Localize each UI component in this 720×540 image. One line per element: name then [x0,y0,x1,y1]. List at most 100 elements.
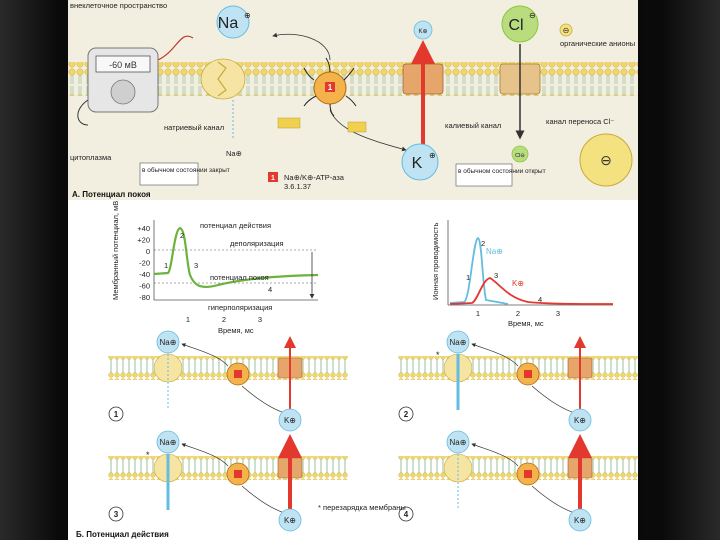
panel-pump-arrow-in [531,385,579,416]
panel-k-ion [568,508,592,532]
atp-symbol [277,117,301,129]
panel-pump-marker [524,370,532,378]
small-cl: Cl⊖ [515,153,525,159]
cl-ion-charge: ⊖ [529,11,536,20]
panel-na-ion [156,430,180,454]
graph1-ytick-label: 0 [146,247,150,256]
action-potential-panel: Na⊕ * K⊕ 3 [108,430,348,532]
panel-number: 2 [404,410,409,419]
voltmeter-dial [110,79,136,105]
action-potential-panel: Na⊕ K⊕ 1 [108,330,348,432]
section-a-title: А. Потенциал покоя [72,190,151,199]
panel-pump-arrow-out [181,343,229,367]
panel-k-label: K⊕ [284,516,296,525]
k-conductance-curve [449,277,614,305]
membrane-band [68,62,638,96]
panel-number: 3 [114,510,119,519]
panel-number: 4 [404,510,409,519]
small-na-inside: Na⊕ [226,149,242,158]
panel-na-label: Na⊕ [450,338,467,347]
panel-number-badge [398,406,414,422]
closed-state-box [139,162,199,186]
panel-k-label: K⊕ [574,416,586,425]
graph1-xlabel: Время, мс [218,326,254,335]
graph1-ytick-label: -40 [139,270,150,279]
panel-number-badge [108,406,124,422]
panel-pump-marker [524,470,532,478]
graph1-ylabel: Мембранный потенциал, мВ [111,201,120,300]
panel-pump-arrow-in [241,385,289,416]
graph2-ylabel: Ионная проводимость [431,222,440,300]
textbook-page: внеклеточное пространство цитоплазма -60… [68,0,638,540]
graph2-phase-2: 2 [481,239,485,248]
cl-ion-small [511,145,529,163]
closed-state-label: в обычном состоянии закрыт [142,166,230,174]
membrane-potential-curve [153,226,319,289]
pump-marker-box [325,82,335,92]
label-resting: потенциал покоя [210,273,269,282]
graph1-phase-4: 4 [268,285,272,294]
anion-large-sign: ⊖ [600,152,612,168]
graph2-k-label: K⊕ [512,279,524,288]
graph2-xtick-label: 3 [556,309,560,318]
graph2-xlabel: Время, мс [508,319,544,328]
anion-small-icon [559,23,573,37]
graph1-xtick-label: 3 [258,315,262,324]
panel-na-label: Na⊕ [160,338,177,347]
panel-pump-arrow-out [181,443,229,467]
panel-pump-marker [234,470,242,478]
panel-pump-arrow-out [471,343,519,367]
na-k-atpase-pump: 1 [272,32,407,152]
cytoplasm-label: цитоплазма [70,153,112,162]
ground-wire [77,99,89,126]
pump-label: Na⊕/K⊕-АТР-аза [284,173,345,182]
cl-ion-label: Cl [508,17,523,34]
panel-pump-arrow-in [531,485,579,516]
panel-number: 1 [114,410,119,419]
graph1-xtick-label: 1 [186,315,190,324]
k-ion-charge: ⊕ [429,151,436,160]
panel-na-ion [446,330,470,354]
panel-k-label: K⊕ [284,416,296,425]
panel-pump-arrow-in [241,485,289,516]
sodium-channel-label: натриевый канал [164,123,224,132]
panel-number-badge [108,506,124,522]
action-potential-panel: Na⊕ * K⊕ 2 [398,330,638,432]
graph1-ytick-label: +40 [137,224,150,233]
footnote: * перезарядка мембраны [318,503,406,512]
section-b-title: Б. Потенциал действия [76,530,169,539]
panel-pump-arrow-out [471,443,519,467]
graph1-ytick-label: -60 [139,282,150,291]
graph1-ytick-label: -80 [139,293,150,302]
panel-na-label: Na⊕ [160,438,177,447]
probe-wire [157,35,194,61]
sodium-channel [200,58,246,140]
open-state-box [455,163,513,187]
panel-k-ion [278,508,302,532]
panel-number-badge [398,506,414,522]
voltmeter-display [95,55,151,73]
small-k-top: K⊕ [418,29,427,35]
na-ion-label: Na [218,15,239,32]
action-potential-panels: Na⊕K⊕1Na⊕*K⊕2Na⊕*K⊕3Na⊕K⊕4 [108,330,638,532]
panel-na-ion [156,330,180,354]
graph1-xtick-label: 2 [222,315,226,324]
potassium-channel [402,40,444,150]
panel-k-label: K⊕ [574,516,586,525]
na-ion-large [216,5,250,39]
voltmeter: -60 мВ [77,35,194,126]
label-depolarization: деполяризация [230,239,284,248]
panel-na-ion [446,430,470,454]
graph1-phase-1: 1 [164,261,168,270]
panel-k-ion [278,408,302,432]
graph1-ytick-label: -20 [139,259,150,268]
panel-star: * [146,450,150,460]
anion-small-sign: ⊖ [563,26,570,35]
panel-k-ion [568,408,592,432]
panel-star: * [436,350,440,360]
membrane-potential-graph: Мембранный потенциал, мВ +40+200-20-40-6… [111,201,319,335]
k-ion-label: K [412,155,423,172]
cl-channel-label: канал переноса Cl⁻ [546,117,614,126]
